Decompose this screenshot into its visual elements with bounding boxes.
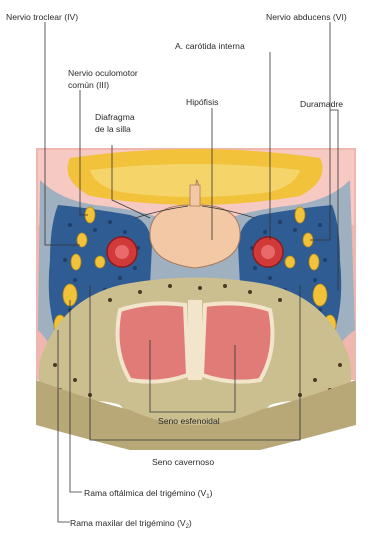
label-nervio-abducens: Nervio abducens (VI) <box>266 12 347 22</box>
label-rama-maxilar: Rama maxilar del trigémino (V2) <box>70 518 192 530</box>
sphenoid-sinus <box>118 300 273 382</box>
label-oculomotor-line2: común (III) <box>68 80 109 90</box>
label-oculomotor-line1: Nervio oculomotor <box>68 68 138 78</box>
label-hipofisis: Hipófisis <box>186 97 218 107</box>
label-seno-cavernoso: Seno cavernoso <box>152 457 214 467</box>
label-diafragma-line1: Diafragma <box>95 112 135 122</box>
label-diafragma-line2: de la silla <box>95 124 131 134</box>
label-carotida-interna: A. carótida interna <box>175 41 245 51</box>
label-seno-esfenoidal: Seno esfenoidal <box>158 416 220 426</box>
label-nervio-troclear: Nervio troclear (IV) <box>6 12 78 22</box>
label-duramadre: Duramadre <box>300 99 343 109</box>
label-rama-oftalmica: Rama oftálmica del trigémino (V1) <box>84 488 213 500</box>
